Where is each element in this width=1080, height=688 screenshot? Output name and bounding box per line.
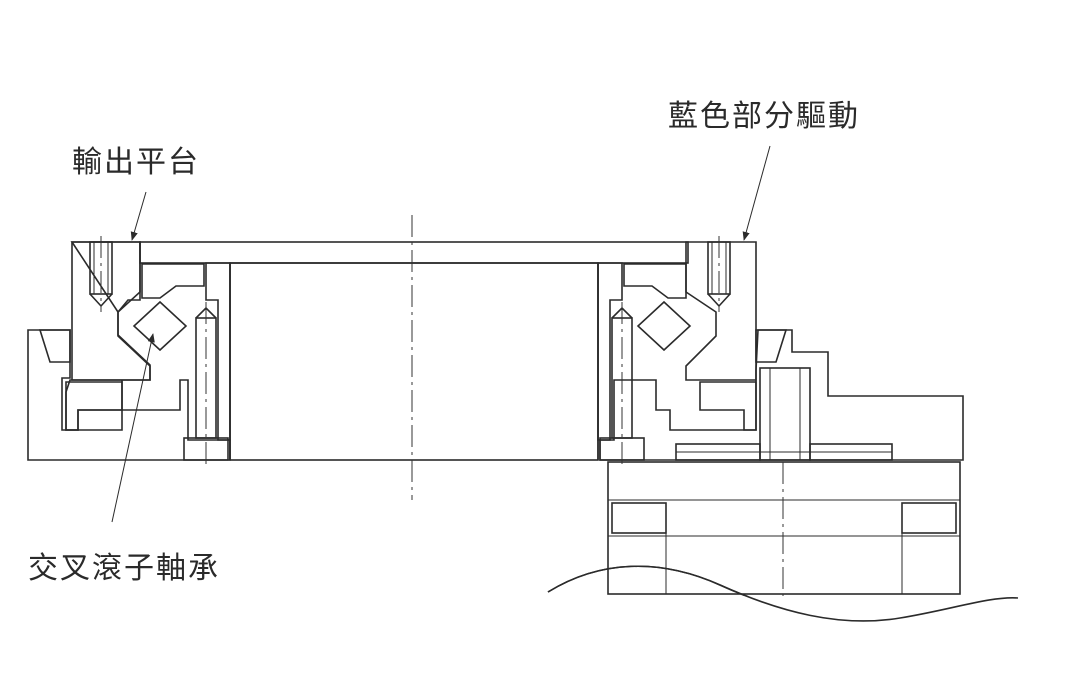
cross-roller-right bbox=[636, 300, 692, 352]
leader-output-platform bbox=[130, 191, 147, 241]
drive-pinion bbox=[675, 367, 893, 461]
center-sleeve bbox=[139, 241, 689, 461]
label-output-platform: 輸出平台 bbox=[72, 145, 200, 180]
label-blue-part-drive: 藍色部分驅動 bbox=[668, 99, 860, 134]
blue-output-ring-left bbox=[65, 241, 151, 431]
clamp-rings bbox=[38, 263, 788, 363]
leader-blue-part bbox=[742, 145, 771, 241]
leader-cross-roller bbox=[111, 333, 155, 523]
cross-roller-left bbox=[132, 300, 188, 352]
bolts bbox=[89, 236, 731, 466]
label-cross-roller-bearing: 交叉滾子軸承 bbox=[28, 551, 220, 586]
fixed-housing bbox=[27, 329, 964, 461]
blue-output-ring-right bbox=[685, 241, 757, 431]
lower-housing bbox=[540, 461, 1040, 688]
